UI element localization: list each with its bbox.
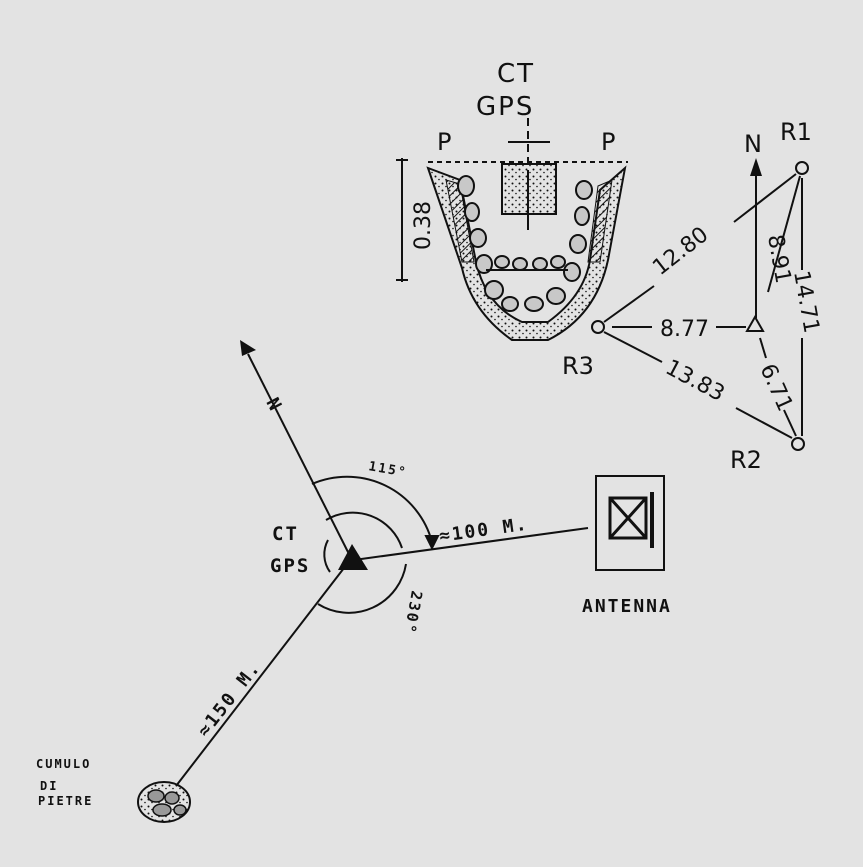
monument-cross-section: CT GPS P P 0.38 (396, 59, 628, 341)
r3-label: R3 (562, 352, 594, 380)
plan-ct-label: CT (272, 523, 299, 545)
cairn-label-line-3: PIETRE (38, 794, 93, 808)
r1-mark (795, 161, 809, 175)
angle-arcs (311, 475, 440, 614)
excavation-fill (426, 165, 627, 341)
r3-mark (591, 320, 605, 334)
ties-north-label: N (744, 130, 762, 158)
distance-r3-station: 8.77 (660, 317, 709, 342)
plan-gps-label: GPS (270, 555, 310, 577)
distance-cairn-label: ≈150 M. (193, 657, 265, 741)
distance-r3-r1: 12.80 (648, 222, 713, 280)
distance-r3-r2: 13.83 (661, 355, 728, 407)
section-left-edge-label: P (437, 128, 451, 156)
right-hatched-layer (587, 179, 613, 263)
ties-north-arrow: N (744, 130, 762, 318)
cairn-label-line-2: DI (40, 779, 58, 793)
depth-value: 0.38 (411, 201, 436, 250)
left-hatched-layer (445, 179, 475, 263)
cairn-symbol (137, 781, 191, 823)
tie-lines (603, 173, 803, 439)
plan-north-label: N (262, 394, 287, 415)
ties-station-triangle (745, 314, 765, 332)
line-to-cairn (175, 567, 345, 787)
stone-packing (457, 175, 593, 312)
section-ct-label: CT (497, 59, 535, 89)
distance-station-r2: 6.71 (755, 360, 798, 415)
cairn-label-line-1: CUMULO (36, 757, 91, 771)
r1-label: R1 (780, 118, 812, 146)
section-right-edge-label: P (601, 128, 615, 156)
location-plan: N CT GPS 115° 230° ≈100 M. ≈150 M. ANTEN… (36, 340, 672, 823)
antenna-symbol (595, 475, 665, 571)
depth-dimension: 0.38 (396, 158, 436, 282)
antenna-label: ANTENNA (582, 596, 672, 617)
r2-mark (791, 437, 805, 451)
reference-ties-diagram: N R1 R2 R3 12.80 8.91 14.71 8.77 13.83 6… (562, 118, 824, 474)
r2-label: R2 (730, 446, 762, 474)
section-gps-label: GPS (476, 92, 534, 122)
angle-115-label: 115° (367, 459, 408, 481)
line-to-antenna (353, 527, 589, 561)
angle-230-label: 230° (400, 589, 425, 636)
distance-r1-r2: 14.71 (788, 269, 824, 335)
station-triangle (338, 544, 368, 570)
